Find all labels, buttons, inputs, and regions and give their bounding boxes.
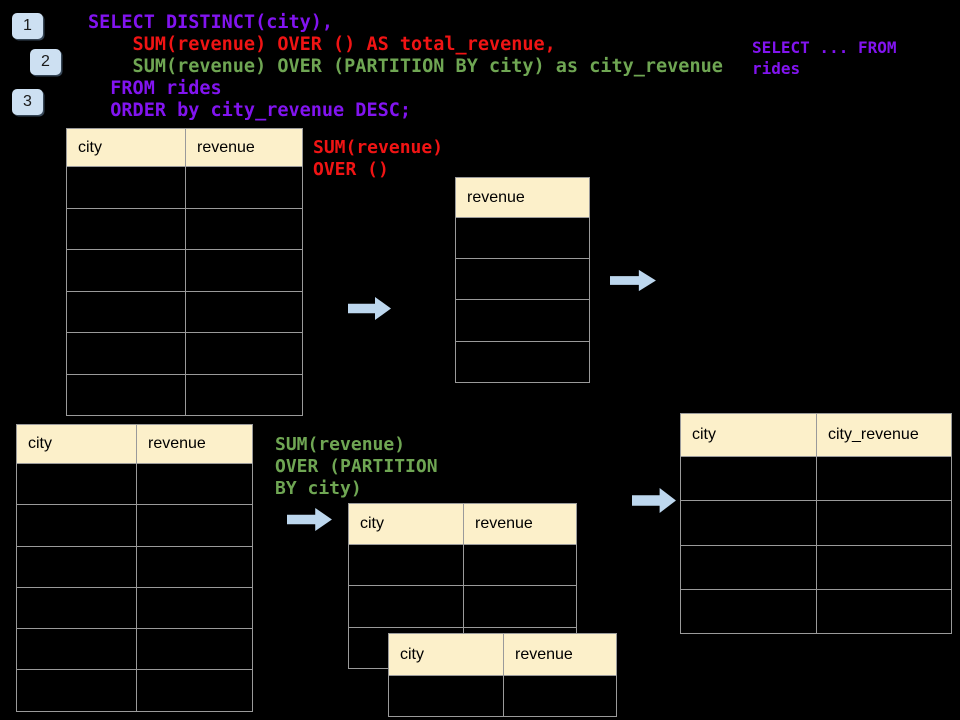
empty-cell [186,291,302,332]
column-header-city: city [17,425,136,463]
table-total-revenue-result: revenue [455,177,590,383]
annotation-line: SUM(revenue) [275,434,406,455]
empty-cell [464,545,576,586]
empty-cell [67,167,185,208]
column-header-city: city [349,504,463,544]
empty-cell [681,589,816,634]
empty-cell [186,250,302,291]
empty-cell [17,670,136,711]
annotation-line: SUM(revenue) [313,137,444,158]
column-header-city_revenue: city_revenue [817,414,951,456]
empty-cell [186,167,302,208]
flow-arrow-icon [287,507,333,532]
sql-line: FROM rides [88,78,222,99]
empty-cell [456,259,589,300]
empty-cell [137,505,252,546]
empty-cell [137,546,252,587]
empty-cell [389,676,503,716]
empty-cell [17,629,136,670]
column-header-revenue: revenue [456,178,589,217]
empty-cell [817,457,951,501]
empty-cell [681,545,816,589]
empty-cell [17,464,136,505]
column-header-revenue: revenue [186,129,302,166]
empty-cell [137,629,252,670]
empty-cell [137,670,252,711]
sql-line: SELECT DISTINCT(city), [88,12,334,33]
empty-cell [67,333,185,374]
empty-cell [349,586,463,627]
step-badge-2: 2 [30,49,61,75]
empty-cell [681,501,816,545]
sql-line: SUM(revenue) OVER () AS total_revenue, [88,34,556,55]
step-badge-1: 1 [12,13,43,39]
empty-cell [186,374,302,415]
empty-cell [67,291,185,332]
empty-cell [456,300,589,341]
empty-cell [456,218,589,259]
sql-line: ORDER by city_revenue DESC; [88,100,412,121]
column-header-city: city [67,129,185,166]
empty-cell [186,208,302,249]
empty-cell [817,501,951,545]
sql-shorthand-note: SELECT ... FROM rides [752,37,897,79]
annotation-line: OVER () [313,159,389,180]
annotation-line: OVER (PARTITION [275,456,438,477]
flow-arrow-icon [348,296,392,321]
empty-cell [464,586,576,627]
flow-arrow-icon [610,269,657,292]
window-function-annotation-total: SUM(revenue)OVER () [313,137,443,181]
annotation-line: BY city) [275,478,362,499]
empty-cell [817,545,951,589]
empty-cell [349,545,463,586]
column-header-revenue: revenue [504,634,616,675]
empty-cell [67,374,185,415]
empty-cell [137,587,252,629]
empty-cell [186,333,302,374]
column-header-revenue: revenue [137,425,252,463]
column-header-city: city [681,414,816,456]
step-badge-3: 3 [12,89,43,115]
empty-cell [17,546,136,587]
flow-arrow-icon [632,487,677,514]
note-line: SELECT ... FROM [752,38,897,57]
empty-cell [67,250,185,291]
empty-cell [681,457,816,501]
empty-cell [817,589,951,634]
empty-cell [17,587,136,629]
empty-cell [137,464,252,505]
note-line: rides [752,59,801,78]
sql-line: SUM(revenue) OVER (PARTITION BY city) as… [88,56,723,77]
empty-cell [67,208,185,249]
column-header-revenue: revenue [464,504,576,544]
empty-cell [17,505,136,546]
column-header-city: city [389,634,503,675]
empty-cell [456,341,589,382]
empty-cell [504,676,616,716]
sql-query-code: SELECT DISTINCT(city), SUM(revenue) OVER… [88,12,723,122]
